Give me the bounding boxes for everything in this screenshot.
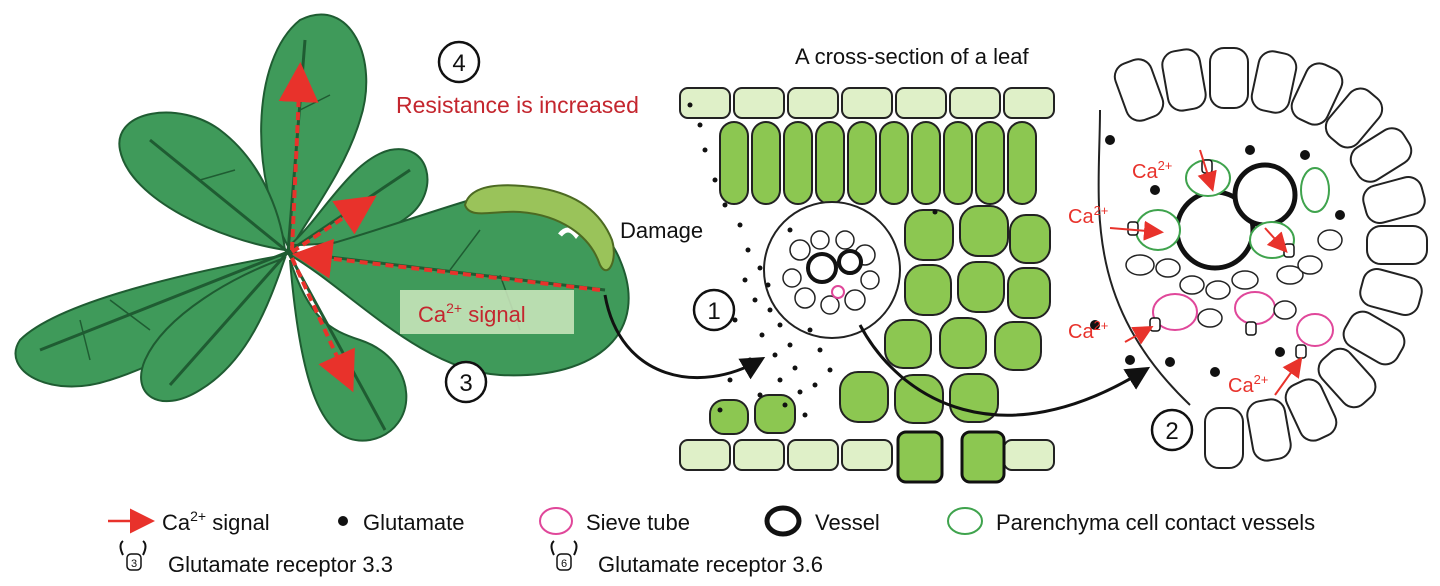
legend-vessel: Vessel	[764, 505, 880, 537]
spongy-layer	[709, 205, 1051, 435]
svg-text:Vessel: Vessel	[815, 510, 880, 535]
upper-epidermis	[679, 87, 1055, 119]
ca-signal-label: Ca2+ signal	[418, 300, 526, 327]
damage-label: Damage	[620, 218, 703, 243]
zoom-sheath-cells	[1113, 47, 1428, 469]
cross-section-sieve	[831, 285, 845, 299]
svg-text:Ca2+: Ca2+	[1068, 203, 1108, 228]
zoom-ca-labels: Ca2+ Ca2+ Ca2+ Ca2+	[1068, 158, 1268, 397]
legend-receptor-33: 3 Glutamate receptor 3.3	[119, 540, 393, 577]
svg-text:Ca2+ signal: Ca2+ signal	[162, 508, 270, 535]
svg-text:Ca2+: Ca2+	[1068, 318, 1108, 343]
legend: Ca2+ signal Glutamate Sieve tube Vessel …	[108, 505, 1315, 577]
legend-parenchyma: Parenchyma cell contact vessels	[947, 507, 1315, 535]
vascular-bundle-zoom: Ca2+ Ca2+ Ca2+ Ca2+ 2	[1068, 47, 1428, 469]
svg-text:4: 4	[452, 50, 465, 77]
step-3-marker: 3	[444, 360, 488, 404]
step-1-marker: 1	[692, 288, 736, 332]
svg-text:3: 3	[131, 558, 137, 570]
guard-cells	[896, 430, 1006, 484]
step-4-text: Resistance is increased	[396, 92, 639, 118]
palisade-layer	[719, 121, 1037, 205]
svg-text:Ca2+: Ca2+	[1132, 158, 1172, 183]
legend-receptor-36: 6 Glutamate receptor 3.6	[550, 540, 823, 577]
ca-signal-label-box	[400, 290, 574, 334]
plant-rosette: Ca2+ signal	[14, 13, 630, 442]
svg-text:Glutamate receptor 3.3: Glutamate receptor 3.3	[168, 552, 393, 577]
svg-text:3: 3	[459, 370, 472, 397]
ca-signal-paths	[278, 62, 601, 393]
zoom-vessel-2	[1232, 162, 1298, 228]
svg-text:6: 6	[561, 558, 567, 570]
cross-section-vessel-1	[806, 252, 838, 284]
step-2-marker: 2	[1150, 408, 1194, 452]
svg-text:Glutamate receptor 3.6: Glutamate receptor 3.6	[598, 552, 823, 577]
bundle-cells	[782, 230, 880, 315]
leaf-cross-section	[679, 87, 1055, 484]
glutamate-spread	[687, 102, 938, 418]
legend-sieve-tube: Sieve tube	[539, 507, 690, 535]
caterpillar	[463, 184, 615, 272]
legend-glutamate: Glutamate	[338, 510, 465, 535]
zoom-sieve-tubes	[1152, 291, 1334, 347]
step-4-marker: 4	[437, 40, 481, 84]
zoom-ca-arrows	[1109, 149, 1303, 396]
lower-epidermis	[679, 439, 1055, 471]
svg-text:1: 1	[707, 298, 720, 325]
zoom-outline	[1097, 109, 1191, 406]
cross-section-vessel-2	[837, 249, 863, 275]
svg-text:Parenchyma cell contact vessel: Parenchyma cell contact vessels	[996, 510, 1315, 535]
svg-text:Sieve tube: Sieve tube	[586, 510, 690, 535]
svg-text:Ca2+: Ca2+	[1228, 372, 1268, 397]
cross-section-title: A cross-section of a leaf	[795, 44, 1029, 69]
svg-text:Glutamate: Glutamate	[363, 510, 465, 535]
legend-ca-signal: Ca2+ signal	[108, 508, 270, 535]
arrow-to-zoom	[858, 324, 1151, 417]
arrow-to-cross-section	[603, 294, 766, 380]
zoom-receptors	[1127, 159, 1307, 359]
svg-text:2: 2	[1165, 418, 1178, 445]
zoom-glutamate	[1090, 135, 1345, 377]
zoom-small-cells	[1125, 229, 1343, 328]
